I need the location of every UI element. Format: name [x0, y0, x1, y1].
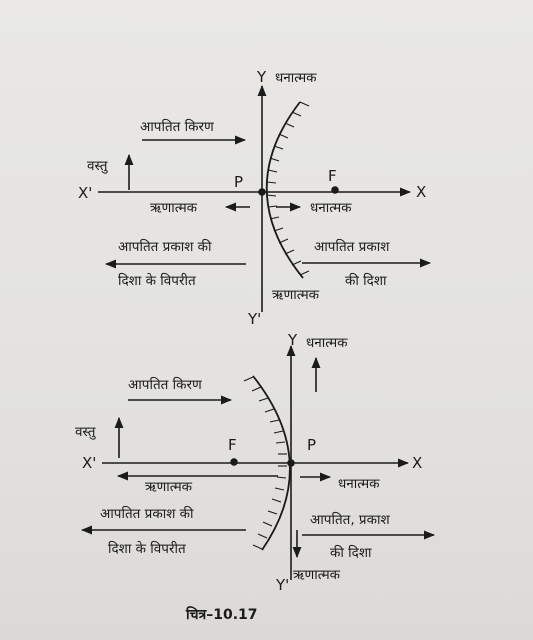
object-label: वस्तु	[87, 158, 108, 174]
pole-label: P	[307, 436, 316, 454]
mirror-hatching	[266, 101, 310, 276]
x-axis-label: X	[412, 454, 422, 472]
against-light-label-1: आपतित प्रकाश की	[118, 238, 212, 255]
with-light-label-1: आपतित, प्रकाश	[310, 511, 390, 528]
against-light-label-1: आपतित प्रकाश की	[100, 505, 194, 522]
pole-label: P	[234, 173, 243, 191]
diagram-convex-mirror	[98, 84, 432, 312]
focus-point	[230, 458, 238, 466]
incident-ray-label: आपतित किरण	[140, 118, 214, 135]
negative-left-label: ऋणात्मक	[150, 200, 198, 216]
focus-point	[331, 186, 339, 194]
negative-left-label: ऋणात्मक	[145, 479, 193, 495]
y-axis-label: Y	[287, 331, 298, 349]
against-light-label-2: दिशा के विपरीत	[118, 272, 196, 289]
positive-right-label: धनात्मक	[338, 476, 380, 492]
focus-label: F	[228, 436, 237, 454]
y-positive-label: धनात्मक	[306, 335, 348, 351]
mirror-hatching	[243, 376, 287, 550]
negative-down-label: ऋणात्मक	[272, 287, 320, 303]
with-light-label-1: आपतित प्रकाश	[314, 238, 390, 255]
pole-point	[287, 459, 295, 467]
diagram-concave-mirror	[80, 344, 436, 580]
y-prime-label: Y'	[275, 576, 289, 594]
x-axis-label: X	[416, 183, 426, 201]
with-light-label-2: की दिशा	[345, 272, 387, 289]
y-axis-label: Y	[256, 68, 267, 86]
object-label: वस्तु	[75, 424, 96, 440]
negative-down-label: ऋणात्मक	[293, 567, 341, 583]
focus-label: F	[328, 167, 337, 185]
with-light-label-2: की दिशा	[330, 544, 372, 561]
figure-caption: चित्र–10.17	[185, 606, 258, 623]
incident-ray-label: आपतित किरण	[128, 376, 202, 393]
positive-right-label: धनात्मक	[310, 200, 352, 216]
against-light-label-2: दिशा के विपरीत	[108, 540, 186, 557]
y-positive-label: धनात्मक	[275, 70, 317, 86]
pole-point	[258, 188, 266, 196]
x-prime-label: X'	[78, 184, 92, 202]
convex-mirror-curve	[265, 101, 304, 279]
y-prime-label: Y'	[247, 310, 261, 328]
x-prime-label: X'	[82, 454, 96, 472]
